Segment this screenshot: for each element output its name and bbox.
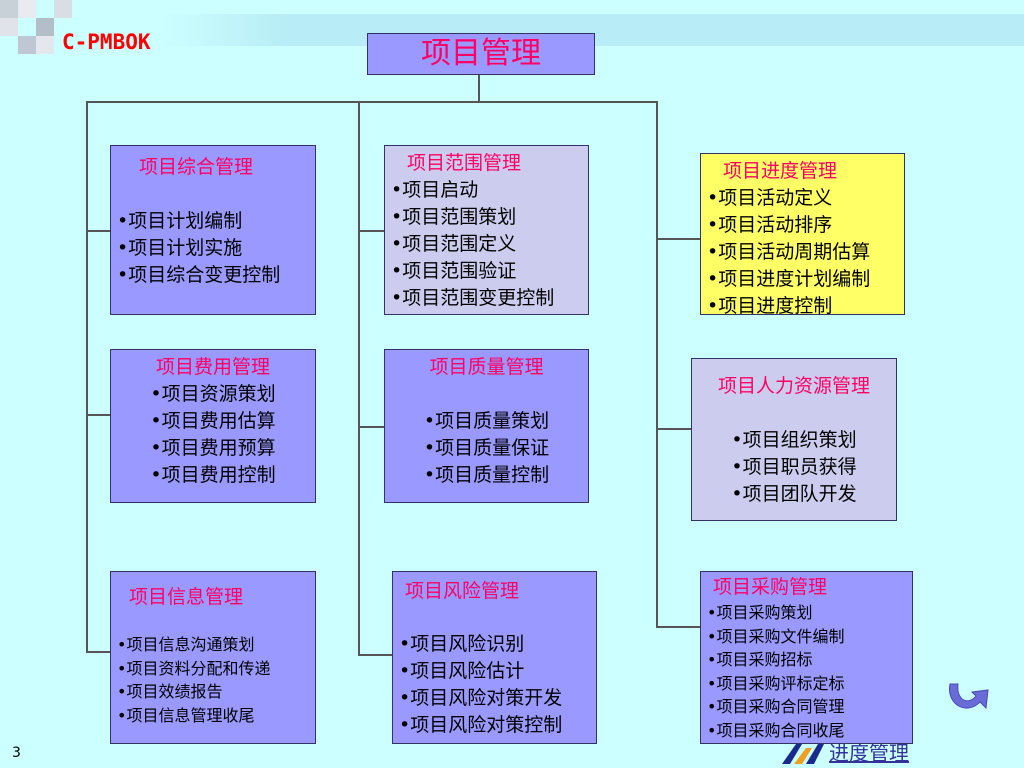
node-scope: 项目范围管理 项目启动 项目范围策划 项目范围定义 项目范围验证 项目范围变更控… — [384, 145, 589, 315]
node-cost: 项目费用管理 项目资源策划 项目费用估算 项目费用预算 项目费用控制 — [110, 349, 316, 503]
connector — [478, 75, 480, 102]
node-item: 项目组织策划 — [698, 427, 890, 454]
return-arrow-icon[interactable] — [944, 678, 996, 714]
connector — [86, 101, 88, 653]
node-procurement: 项目采购管理 项目采购策划 项目采购文件编制 项目采购招标 项目采购评标定标 项… — [700, 571, 913, 744]
decor-square — [54, 0, 72, 18]
connector — [656, 428, 691, 430]
decor-square — [0, 18, 18, 36]
connector — [358, 426, 384, 428]
decor-square — [0, 0, 18, 18]
node-item: 项目信息管理收尾 — [117, 704, 309, 728]
node-item: 项目采购文件编制 — [707, 625, 906, 649]
node-title: 项目质量管理 — [429, 356, 544, 378]
node-item: 项目活动排序 — [707, 212, 898, 239]
node-item: 项目效绩报告 — [117, 680, 309, 704]
connector — [358, 101, 360, 656]
node-item: 项目费用估算 — [117, 408, 309, 435]
node-title: 项目风险管理 — [405, 580, 520, 602]
node-item: 项目采购合同管理 — [707, 695, 906, 719]
decor-square — [36, 36, 54, 54]
node-item: 项目范围验证 — [391, 258, 582, 285]
connector — [86, 101, 658, 103]
node-title: 项目采购管理 — [713, 576, 828, 598]
node-title: 项目人力资源管理 — [717, 375, 870, 397]
node-item: 项目质量保证 — [391, 435, 582, 462]
node-title: 项目综合管理 — [139, 156, 254, 178]
node-item: 项目活动定义 — [707, 185, 898, 212]
node-title: 项目信息管理 — [129, 586, 244, 608]
company-logo-icon — [782, 744, 824, 764]
node-integration: 项目综合管理 项目计划编制 项目计划实施 项目综合变更控制 — [110, 145, 316, 315]
node-item: 项目资料分配和传递 — [117, 657, 309, 681]
node-item: 项目费用预算 — [117, 435, 309, 462]
page-number: 3 — [12, 745, 21, 761]
node-hr: 项目人力资源管理 项目组织策划 项目职员获得 项目团队开发 — [691, 358, 897, 521]
node-item: 项目采购合同收尾 — [707, 719, 906, 743]
node-item: 项目活动周期估算 — [707, 239, 898, 266]
node-item: 项目风险估计 — [399, 658, 590, 685]
node-item: 项目采购策划 — [707, 601, 906, 625]
node-item: 项目范围变更控制 — [391, 285, 582, 312]
node-risk: 项目风险管理 项目风险识别 项目风险估计 项目风险对策开发 项目风险对策控制 — [392, 571, 597, 744]
node-item: 项目范围定义 — [391, 231, 582, 258]
node-item: 项目范围策划 — [391, 204, 582, 231]
node-title: 项目进度管理 — [723, 160, 838, 182]
connector — [358, 230, 384, 232]
connector — [656, 238, 700, 240]
node-item: 项目风险对策开发 — [399, 685, 590, 712]
decor-square — [18, 36, 36, 54]
node-item: 项目团队开发 — [698, 481, 890, 508]
connector — [656, 626, 700, 628]
node-item: 项目计划编制 — [117, 208, 309, 235]
node-item: 项目综合变更控制 — [117, 262, 309, 289]
connector — [86, 230, 110, 232]
connector — [358, 654, 392, 656]
node-item: 项目职员获得 — [698, 454, 890, 481]
node-item: 项目质量策划 — [391, 408, 582, 435]
node-schedule: 项目进度管理 项目活动定义 项目活动排序 项目活动周期估算 项目进度计划编制 项… — [700, 153, 905, 317]
node-item: 项目风险识别 — [399, 631, 590, 658]
logo-text: C-PMBOK — [62, 30, 151, 54]
schedule-management-link[interactable]: 进度管理 — [829, 741, 909, 765]
decor-square — [18, 0, 36, 18]
node-item: 项目风险对策控制 — [399, 712, 590, 739]
node-info: 项目信息管理 项目信息沟通策划 项目资料分配和传递 项目效绩报告 项目信息管理收… — [110, 571, 316, 744]
connector — [86, 414, 110, 416]
root-node: 项目管理 — [367, 33, 595, 75]
node-item: 项目进度计划编制 — [707, 266, 898, 293]
connector — [656, 101, 658, 628]
node-title: 项目费用管理 — [155, 356, 270, 378]
node-item: 项目启动 — [391, 177, 582, 204]
decor-square — [36, 18, 54, 36]
node-quality: 项目质量管理 项目质量策划 项目质量保证 项目质量控制 — [384, 349, 589, 503]
node-item: 项目质量控制 — [391, 462, 582, 489]
connector — [86, 651, 110, 653]
node-item: 项目计划实施 — [117, 235, 309, 262]
node-item: 项目信息沟通策划 — [117, 633, 309, 657]
node-item: 项目费用控制 — [117, 462, 309, 489]
node-item: 项目采购评标定标 — [707, 672, 906, 696]
node-item: 项目进度控制 — [707, 293, 898, 320]
node-item: 项目资源策划 — [117, 381, 309, 408]
node-item: 项目采购招标 — [707, 648, 906, 672]
node-title: 项目范围管理 — [407, 152, 522, 174]
